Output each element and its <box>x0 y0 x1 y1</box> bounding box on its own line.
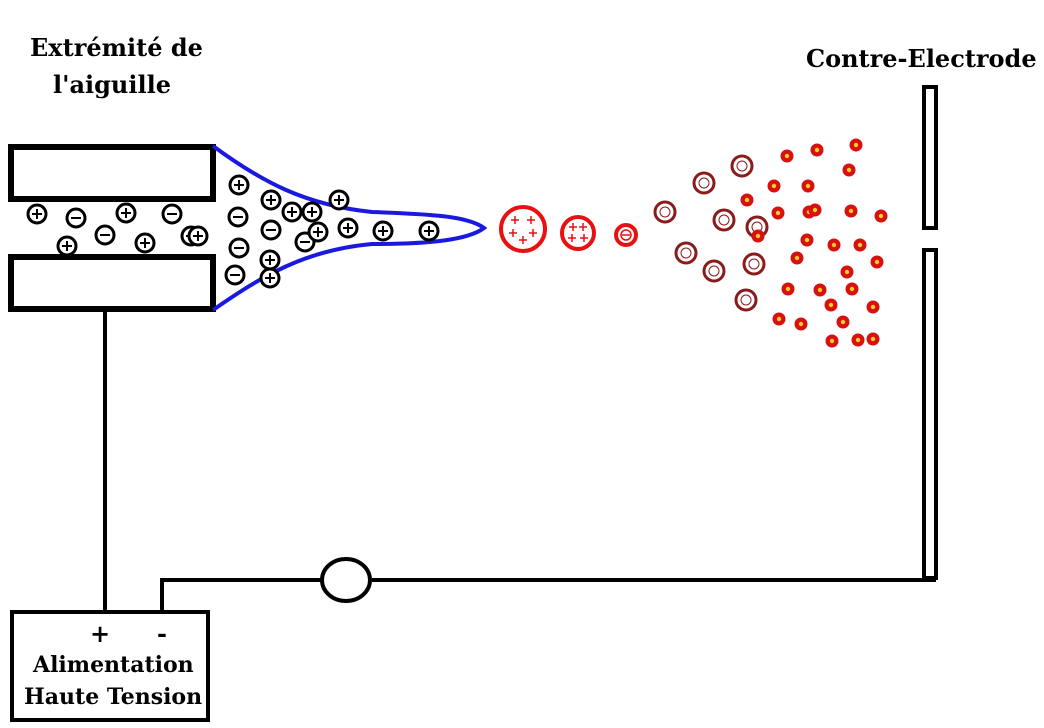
counter-electrode-upper <box>922 85 938 230</box>
gas-phase-ion <box>767 179 781 193</box>
charged-droplet <box>560 215 596 251</box>
gas-phase-ions <box>740 138 888 348</box>
gas-phase-ion <box>836 315 850 329</box>
gas-phase-ion <box>874 209 888 223</box>
needle-capillary <box>8 144 216 312</box>
fission-droplet <box>653 200 677 224</box>
gas-phase-ion <box>740 193 754 207</box>
power-supply-minus-terminal: - <box>157 619 167 648</box>
fission-droplet <box>730 154 754 178</box>
gas-phase-ion <box>842 163 856 177</box>
positive-ion <box>228 174 250 196</box>
gas-phase-ion <box>810 143 824 157</box>
gas-phase-ion <box>853 238 867 252</box>
negative-ion <box>161 203 183 225</box>
counter-electrode-lower <box>922 248 938 580</box>
gas-phase-ion <box>780 149 794 163</box>
gas-phase-ion <box>801 179 815 193</box>
gas-phase-ion <box>808 203 822 217</box>
negative-ion <box>227 206 249 228</box>
positive-ion <box>115 202 137 224</box>
positive-ion <box>328 189 350 211</box>
gas-phase-ion <box>800 233 814 247</box>
gas-phase-ion <box>813 283 827 297</box>
fission-droplet <box>712 208 736 232</box>
gas-phase-ion <box>794 317 808 331</box>
counter-electrode <box>922 85 938 580</box>
current-meter <box>320 557 372 603</box>
gas-phase-ion <box>866 300 880 314</box>
gas-phase-ion <box>866 332 880 346</box>
counter-electrode-label: Contre-Electrode <box>806 44 1037 73</box>
positive-ion <box>259 249 281 271</box>
circuit-wires <box>103 309 936 612</box>
positive-ion <box>259 267 281 289</box>
needle-tip-label-line2: l'aiguille <box>53 70 171 99</box>
needle-tip-label-line1: Extrémité de <box>30 33 203 62</box>
fission-droplet <box>702 259 726 283</box>
gas-phase-ion <box>790 251 804 265</box>
cone-ions <box>224 174 440 289</box>
charged-droplets <box>499 205 638 253</box>
negative-ion <box>224 264 246 286</box>
positive-ion <box>281 201 303 223</box>
gas-phase-ion <box>845 282 859 296</box>
fission-droplet <box>692 171 716 195</box>
positive-ion <box>418 220 440 242</box>
negative-ion <box>65 207 87 229</box>
positive-ion <box>26 203 48 225</box>
gas-phase-ion <box>824 298 838 312</box>
gas-phase-ion <box>851 333 865 347</box>
positive-ion <box>301 201 323 223</box>
needle-lower-wall <box>8 254 216 312</box>
power-supply-label-line2: Haute Tension <box>24 684 202 710</box>
capillary-ions <box>26 202 209 257</box>
wire-supply-to-electrode <box>160 578 322 612</box>
gas-phase-ion <box>840 265 854 279</box>
fission-droplet <box>674 241 698 265</box>
gas-phase-ion <box>772 312 786 326</box>
positive-ion <box>337 217 359 239</box>
negative-ion <box>260 219 282 241</box>
charged-droplet <box>499 205 547 253</box>
gas-phase-ion <box>844 204 858 218</box>
taylor-cone <box>211 144 488 312</box>
negative-ion <box>228 237 250 259</box>
fission-droplet <box>742 252 766 276</box>
positive-ion <box>134 232 156 254</box>
gas-phase-ion <box>870 255 884 269</box>
gas-phase-ion <box>781 282 795 296</box>
gas-phase-ion <box>827 238 841 252</box>
positive-ion <box>56 235 78 257</box>
gas-phase-ion <box>849 138 863 152</box>
positive-ion <box>307 221 329 243</box>
power-supply-label-line1: Alimentation <box>32 652 194 678</box>
gas-phase-ion <box>751 229 765 243</box>
gas-phase-ion <box>825 334 839 348</box>
power-supply-box <box>10 610 210 722</box>
gas-phase-ion <box>771 206 785 220</box>
fission-droplets <box>653 154 769 312</box>
negative-ion <box>94 224 116 246</box>
positive-ion <box>372 220 394 242</box>
charged-droplet <box>614 223 638 247</box>
needle-upper-wall <box>8 144 216 202</box>
positive-ion <box>260 189 282 211</box>
positive-ion <box>187 225 209 247</box>
power-supply-plus-terminal: + <box>90 619 110 648</box>
fission-droplet <box>734 288 758 312</box>
